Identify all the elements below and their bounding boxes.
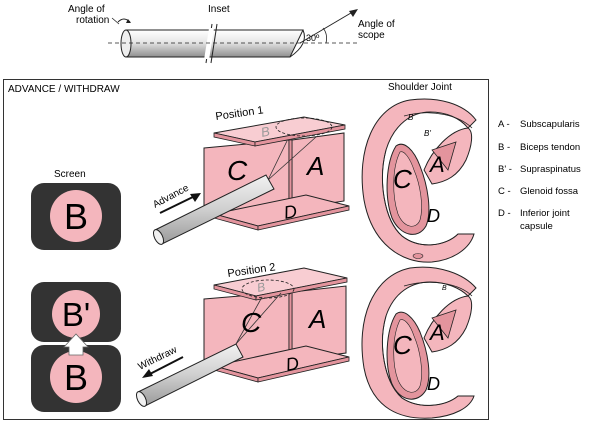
angle-of-scope-label-1: Angle of: [358, 19, 395, 30]
joint2-letter-d: D: [427, 374, 440, 394]
joint2-letter-c: C: [393, 330, 412, 360]
joint2-letter-a: A: [428, 320, 445, 345]
up-arrow-icon: [63, 333, 89, 356]
inset-rod-end: [120, 29, 132, 58]
shoulder-joint-2: C A D B: [361, 266, 477, 419]
legend-key-a: A -: [498, 119, 510, 130]
view-spot-outline: [241, 279, 295, 299]
screen-label: Screen: [54, 169, 86, 180]
angle-of-rotation-label-1: Angle of: [68, 4, 105, 15]
screen-top: B: [31, 183, 121, 250]
position-1-box: Position 1 C A D B Advance: [151, 104, 350, 245]
box2-letter-c: C: [241, 307, 262, 338]
withdraw-arrow-icon: [145, 356, 184, 377]
withdraw-label: Withdraw: [136, 344, 179, 372]
screen-letter-upper: B': [62, 296, 90, 333]
joint1-letter-b-prime: B': [424, 129, 431, 138]
position-2-box: Position 2 C A D B Withdraw: [135, 261, 350, 407]
screen-view-circle: [50, 190, 102, 242]
joint1-letter-d: D: [427, 206, 440, 226]
legend-text-c: Glenoid fossa: [520, 186, 579, 197]
view-spot-outline: [275, 117, 333, 137]
legend-text-a: Subscapularis: [520, 119, 580, 130]
joint2-letter-b: B: [442, 285, 447, 292]
screen-letter-lower: B: [64, 357, 88, 398]
advance-withdraw-panel: [3, 79, 489, 420]
inset-diagram: Angle of rotation Inset Angle of scope 3…: [68, 4, 395, 64]
position-1-label: Position 1: [215, 104, 265, 123]
legend-key-d: D -: [498, 208, 511, 219]
joint1-letter-c: C: [393, 164, 412, 194]
advance-arrow-icon: [159, 194, 198, 214]
angle-of-scope-label-2: scope: [358, 30, 385, 41]
legend-key-b-prime: B' -: [498, 164, 512, 175]
screen-view-circle-lower: [50, 351, 102, 403]
box1-letter-c: C: [227, 155, 248, 186]
angle-of-rotation-label-2: rotation: [76, 15, 109, 26]
joint1-letter-b: B: [408, 113, 414, 122]
box2-letter-b: B: [256, 280, 267, 295]
screen-stack: B' B: [31, 282, 121, 412]
box1-letter-b: B: [260, 123, 272, 140]
legend-key-b: B -: [498, 142, 510, 153]
joint1-letter-a: A: [428, 152, 445, 177]
box2-letter-a: A: [307, 304, 326, 334]
inset-title: Inset: [208, 4, 230, 15]
scope-angle-arrow: [299, 9, 357, 44]
legend: A - Subscapularis B - Biceps tendon B' -…: [498, 119, 581, 232]
panel-title: ADVANCE / WITHDRAW: [8, 84, 120, 95]
legend-text-b: Biceps tendon: [520, 142, 580, 153]
screen-letter: B: [64, 196, 88, 237]
box1-letter-d: D: [282, 201, 298, 223]
box1-letter-a: A: [305, 151, 324, 181]
legend-text-b-prime: Supraspinatus: [520, 164, 581, 175]
legend-text-d-2: capsule: [520, 221, 553, 232]
shoulder-joint-1: C A D B B': [361, 98, 477, 263]
advance-label: Advance: [151, 182, 191, 210]
screen-view-circle-upper: [52, 290, 100, 338]
legend-text-d-1: Inferior joint: [520, 208, 570, 219]
angle-value-label: 30º: [306, 33, 320, 43]
shoulder-joint-label: Shoulder Joint: [388, 82, 452, 93]
legend-key-c: C -: [498, 186, 511, 197]
box2-letter-d: D: [284, 353, 300, 375]
